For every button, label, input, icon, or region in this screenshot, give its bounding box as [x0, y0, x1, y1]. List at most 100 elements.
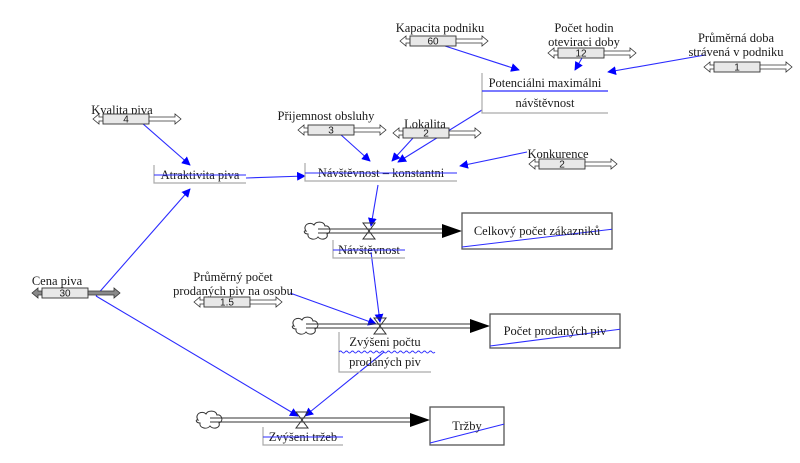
- decrease-arrow-icon[interactable]: [703, 61, 715, 73]
- increase-arrow-icon[interactable]: [87, 287, 121, 299]
- link-prijemnost-to-navstevnost_k[interactable]: [339, 133, 371, 162]
- auxiliary-label: Potenciálni maximálni: [489, 76, 602, 90]
- link-prumerny-to-zvyseni_poctu[interactable]: [289, 292, 377, 326]
- link-cena-to-zvyseni_trzeb[interactable]: [95, 295, 299, 417]
- constant-label: Kvalita piva: [91, 103, 153, 117]
- error-underline: [338, 350, 436, 354]
- auxiliary-navstevnost_k[interactable]: Návštěvnost – konstantni: [304, 163, 457, 182]
- constant-value: 3: [328, 126, 334, 137]
- decrease-arrow-icon[interactable]: [193, 296, 205, 308]
- stock-pocet_piv[interactable]: Počet prodaných piv: [489, 313, 621, 349]
- link-cena-to-atraktivita[interactable]: [95, 188, 191, 297]
- constant-label: Konkurence: [527, 147, 589, 161]
- link-zvyseni_poctu-to-zvyseni_trzeb[interactable]: [304, 351, 385, 417]
- constant-label: Průměrný počet: [193, 270, 273, 284]
- constant-label: strávená v podniku: [688, 45, 784, 59]
- links-layer: [95, 45, 706, 417]
- aux-frame: [153, 165, 246, 184]
- constant-label: Cena piva: [32, 274, 83, 288]
- flow-arrow-icon: [470, 319, 490, 333]
- flow-label-frame: [338, 332, 431, 373]
- auxiliary-label: návštěvnost: [515, 96, 575, 110]
- link-lokalita-to-navstevnost_k[interactable]: [391, 137, 414, 162]
- constant-value: 30: [59, 289, 71, 300]
- constant-label: Přijemnost obsluhy: [278, 109, 376, 123]
- decrease-arrow-icon[interactable]: [31, 287, 43, 299]
- flow-zvyseni_poctu[interactable]: Zvýšeni počtu prodaných piv: [291, 316, 490, 373]
- constant-value: 1: [734, 63, 740, 74]
- increase-arrow-icon[interactable]: [353, 124, 387, 136]
- auxiliary-atraktivita[interactable]: Atraktivita piva: [153, 165, 246, 184]
- cloud-source-icon: [195, 410, 223, 429]
- increase-arrow-icon[interactable]: [584, 158, 618, 170]
- constant-label: Průměrná doba: [698, 31, 774, 45]
- stock-box: [489, 313, 621, 349]
- stock-trzby[interactable]: Tržby: [429, 406, 505, 446]
- aux-frame: [304, 163, 457, 182]
- constant-label: prodaných piv na osobu: [173, 284, 294, 298]
- constant-kapacita[interactable]: Kapacita podniku 60: [396, 21, 489, 48]
- decrease-arrow-icon[interactable]: [399, 35, 411, 47]
- constant-label: Kapacita podniku: [396, 21, 485, 35]
- constant-value: 2: [423, 129, 429, 140]
- flow-label-frame: [332, 240, 405, 259]
- constant-value: 2: [559, 160, 565, 171]
- constant-value: 1.5: [220, 298, 234, 309]
- link-kvalita-to-atraktivita[interactable]: [141, 122, 191, 166]
- stock-celkovy[interactable]: Celkový počet zákazniků: [461, 212, 613, 250]
- link-kapacita-to-potencialni[interactable]: [444, 45, 520, 72]
- stock-label: Tržby: [452, 419, 482, 433]
- flow-label: Zvýšeni počtu: [349, 335, 421, 349]
- stock-diagonal: [461, 228, 613, 248]
- flow-arrow-icon: [410, 413, 430, 427]
- increase-arrow-icon[interactable]: [148, 113, 182, 125]
- stock-label: Počet prodaných piv: [504, 324, 608, 338]
- increase-arrow-icon[interactable]: [759, 61, 793, 73]
- valve-icon[interactable]: [373, 317, 387, 335]
- link-navstevnost-to-zvyseni_poctu[interactable]: [370, 251, 384, 323]
- cloud-source-icon: [303, 221, 331, 240]
- constant-value: 60: [427, 37, 439, 48]
- flow-zvyseni_trzeb[interactable]: Zvýšeni tržeb: [195, 410, 430, 446]
- increase-arrow-icon[interactable]: [603, 47, 637, 59]
- link-doba-to-potencialni[interactable]: [607, 54, 706, 75]
- stock-box: [461, 212, 613, 250]
- constant-label: oteviraci doby: [548, 35, 621, 49]
- increase-arrow-icon[interactable]: [249, 296, 283, 308]
- flow-label: prodaných piv: [349, 355, 422, 369]
- constant-value: 12: [575, 49, 587, 60]
- constant-prijemnost[interactable]: Přijemnost obsluhy 3: [278, 109, 387, 137]
- link-atraktivita-to-navstevnost_k[interactable]: [245, 171, 306, 181]
- decrease-arrow-icon[interactable]: [297, 124, 309, 136]
- valve-icon[interactable]: [295, 411, 309, 429]
- valve-icon[interactable]: [362, 222, 376, 240]
- stock-box: [429, 406, 505, 446]
- cloud-source-icon: [291, 316, 319, 335]
- constant-label: Lokalita: [404, 117, 446, 131]
- increase-arrow-icon[interactable]: [455, 35, 489, 47]
- auxiliary-potencialni[interactable]: Potenciálni maximálni návštěvnost: [481, 73, 608, 114]
- decrease-arrow-icon[interactable]: [392, 127, 404, 139]
- flow-navstevnost[interactable]: Návštěvnost: [303, 221, 462, 259]
- flow-label-frame: [262, 427, 343, 446]
- stock-label: Celkový počet zákazniků: [474, 224, 601, 238]
- increase-arrow-icon[interactable]: [448, 127, 482, 139]
- stock-diagonal: [429, 423, 505, 444]
- aux-frame: [481, 73, 608, 114]
- constant-value: 4: [123, 115, 129, 126]
- link-hodiny-to-potencialni[interactable]: [574, 57, 583, 71]
- link-konkurence-to-navstevnost_k[interactable]: [459, 151, 528, 169]
- link-navstevnost_k-to-navstevnost[interactable]: [367, 184, 379, 227]
- decrease-arrow-icon[interactable]: [547, 47, 559, 59]
- flow-arrow-icon: [442, 224, 462, 238]
